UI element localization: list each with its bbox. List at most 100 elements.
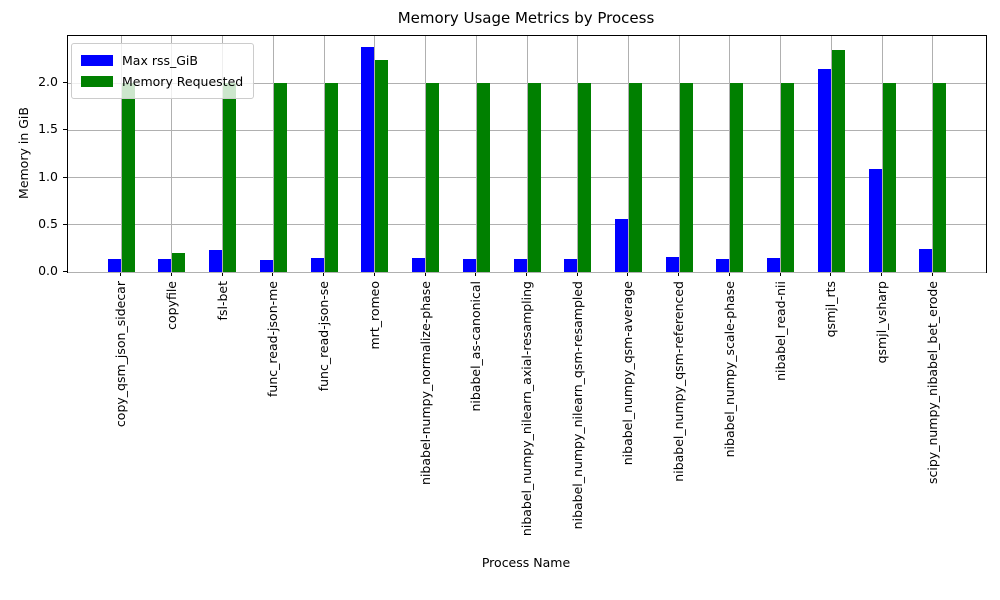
x-gridline xyxy=(171,36,173,272)
x-tick-mark xyxy=(323,272,325,276)
x-gridline xyxy=(120,36,122,272)
legend: Max rss_GiB Memory Requested xyxy=(71,43,255,99)
x-tick-mark xyxy=(221,272,223,276)
x-tick-mark xyxy=(728,272,730,276)
bar-memory-requested xyxy=(730,83,744,272)
bar-max-rss xyxy=(158,258,172,272)
bar-memory-requested xyxy=(831,50,845,272)
x-tick-mark xyxy=(779,272,781,276)
x-tick-label: nibabel-numpy_normalize-phase xyxy=(417,281,433,485)
x-tick-mark xyxy=(272,272,274,276)
bar-memory-requested xyxy=(882,83,896,272)
bar-max-rss xyxy=(919,249,933,272)
x-gridline xyxy=(729,36,731,272)
x-tick-mark xyxy=(424,272,426,276)
bar-max-rss xyxy=(767,257,781,272)
bar-max-rss xyxy=(209,250,223,272)
x-gridline xyxy=(425,36,427,272)
bar-memory-requested xyxy=(324,83,338,272)
x-gridline xyxy=(627,36,629,272)
plot-area: Max rss_GiB Memory Requested xyxy=(67,35,987,273)
x-tick-label: func_read-json-se xyxy=(316,281,332,392)
x-tick-mark xyxy=(475,272,477,276)
x-tick-mark xyxy=(830,272,832,276)
bar-max-rss xyxy=(107,258,121,272)
x-tick-label: nibabel_numpy_scale-phase xyxy=(721,281,737,458)
bar-max-rss xyxy=(817,69,831,272)
x-tick-label: nibabel_numpy_nilearn_qsm-resampled xyxy=(569,281,585,530)
x-gridline xyxy=(222,36,224,272)
x-tick-label: qsmjl_rts xyxy=(823,281,839,338)
legend-item-memory-requested: Memory Requested xyxy=(81,71,243,92)
x-tick-label: nibabel_numpy_qsm-referenced xyxy=(671,281,687,482)
bar-memory-requested xyxy=(172,253,186,272)
x-gridline xyxy=(323,36,325,272)
legend-swatch-max-rss xyxy=(81,55,113,66)
x-tick-label: nibabel_numpy_nilearn_axial-resampling xyxy=(519,281,534,537)
bar-memory-requested xyxy=(121,83,135,272)
x-tick-mark xyxy=(678,272,680,276)
bar-max-rss xyxy=(259,259,273,272)
y-tick-label: 1.5 xyxy=(38,121,58,137)
bar-memory-requested xyxy=(375,59,389,272)
bar-max-rss xyxy=(462,258,476,272)
x-axis-label: Process Name xyxy=(481,555,571,570)
bar-memory-requested xyxy=(223,83,237,272)
bar-max-rss xyxy=(361,47,375,272)
legend-label-max-rss: Max rss_GiB xyxy=(122,53,198,68)
x-gridline xyxy=(475,36,477,272)
bar-memory-requested xyxy=(933,83,947,272)
bar-max-rss xyxy=(665,256,679,272)
x-gridline xyxy=(881,36,883,272)
bar-memory-requested xyxy=(781,83,795,272)
bar-memory-requested xyxy=(628,83,642,272)
bar-max-rss xyxy=(614,219,628,272)
x-tick-label: nibabel_read-nii xyxy=(772,281,788,381)
y-tick-label: 1.0 xyxy=(38,168,58,184)
bar-max-rss xyxy=(564,258,578,272)
x-gridline xyxy=(526,36,528,272)
bar-memory-requested xyxy=(273,83,287,272)
x-gridline xyxy=(678,36,680,272)
x-tick-label: fsl-bet xyxy=(214,281,230,321)
bar-max-rss xyxy=(868,169,882,272)
x-tick-mark xyxy=(373,272,375,276)
bar-max-rss xyxy=(716,258,730,272)
x-tick-mark xyxy=(526,272,527,276)
x-tick-mark xyxy=(120,272,122,276)
bar-memory-requested xyxy=(578,83,592,272)
y-gridline xyxy=(68,271,986,273)
y-tick-mark xyxy=(63,82,67,84)
x-tick-mark xyxy=(576,272,578,276)
bar-memory-requested xyxy=(679,83,693,272)
x-tick-label: copy_qsm_json_sidecar xyxy=(113,281,129,428)
y-tick-label: 0.5 xyxy=(38,215,58,231)
bar-memory-requested xyxy=(527,83,541,272)
legend-swatch-memory-requested xyxy=(81,76,113,87)
x-gridline xyxy=(780,36,782,272)
y-tick-mark xyxy=(63,271,67,272)
legend-label-memory-requested: Memory Requested xyxy=(122,74,244,89)
chart-title: Memory Usage Metrics by Process xyxy=(397,9,655,27)
x-tick-mark xyxy=(881,272,883,276)
x-gridline xyxy=(577,36,579,272)
bar-max-rss xyxy=(412,257,426,272)
legend-item-max-rss: Max rss_GiB xyxy=(81,50,243,71)
bar-max-rss xyxy=(513,258,527,272)
x-tick-label: nibabel_numpy_qsm-average xyxy=(620,281,636,466)
bar-memory-requested xyxy=(426,83,440,272)
y-tick-label: 0.0 xyxy=(38,263,58,278)
x-tick-mark xyxy=(170,272,172,276)
x-gridline xyxy=(830,36,832,272)
x-tick-mark xyxy=(627,272,629,276)
x-tick-label: mrt_romeo xyxy=(366,281,382,350)
y-tick-mark xyxy=(63,176,67,178)
x-tick-label: func_read-json-me xyxy=(265,281,281,397)
bar-memory-requested xyxy=(476,83,490,272)
bar-max-rss xyxy=(310,257,324,272)
y-tick-mark xyxy=(63,223,67,225)
y-tick-mark xyxy=(63,129,67,131)
x-tick-label: qsmjl_vsharp xyxy=(874,281,890,364)
x-tick-label: nibabel_as-canonical xyxy=(468,281,484,412)
